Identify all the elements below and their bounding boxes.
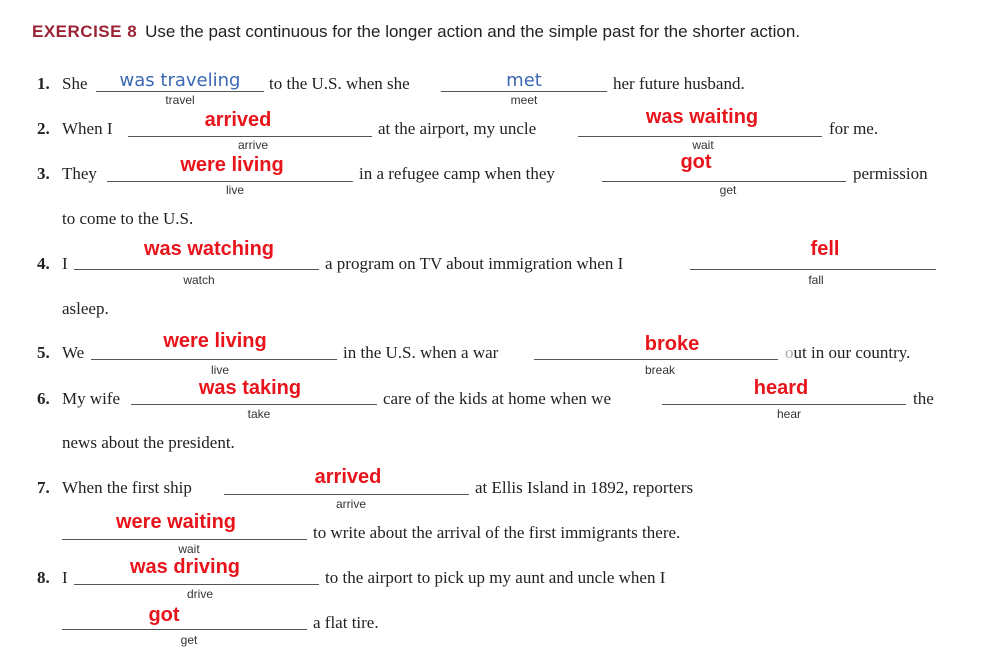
item-text: She [62, 74, 88, 93]
answer-text: broke [644, 333, 700, 355]
answer-text: were waiting [115, 511, 237, 533]
answer-text: got [148, 604, 180, 626]
verb-hint: arrive [335, 497, 366, 511]
item-text: a program on TV about immigration when I [325, 254, 624, 273]
item-text: out in our country. [785, 343, 910, 363]
item-number: 4. [37, 254, 50, 273]
answer-text: were living [163, 330, 267, 352]
answer-blank[interactable] [107, 181, 353, 182]
answer-text: fell [810, 238, 840, 260]
verb-hint: arrive [237, 138, 268, 152]
answer-text: was waiting [645, 106, 759, 128]
verb-hint: live [210, 363, 229, 377]
answer-text: heard [753, 377, 809, 399]
verb-hint: watch [183, 273, 215, 287]
item-text: for me. [829, 119, 879, 138]
item-text: I [62, 254, 68, 273]
answer-blank[interactable] [74, 269, 319, 270]
item-text: When the first ship [62, 478, 192, 497]
item-text: her future husband. [613, 74, 745, 93]
answer-blank[interactable] [62, 629, 307, 630]
exercise-instruction: Use the past continuous for the longer a… [145, 22, 801, 41]
verb-hint: drive [186, 587, 213, 601]
answer-blank[interactable] [131, 404, 377, 405]
answer-blank[interactable] [602, 181, 846, 182]
answer-blank[interactable] [128, 136, 372, 137]
item-text: in a refugee camp when they [359, 164, 555, 183]
answer-text: arrived [204, 109, 272, 131]
item-number: 3. [37, 164, 50, 183]
item-text-continued: asleep. [62, 299, 109, 318]
answer-blank[interactable] [74, 584, 319, 585]
item-text: permission [853, 164, 928, 183]
answer-text: got [680, 151, 712, 173]
item-text: in the U.S. when a war [343, 343, 499, 362]
verb-hint: meet [510, 93, 538, 107]
verb-hint: wait [692, 138, 714, 152]
item-number: 8. [37, 568, 50, 587]
item-text: to the airport to pick up my aunt and un… [325, 568, 666, 587]
item-number: 6. [37, 389, 50, 408]
verb-hint: wait [178, 542, 200, 556]
answer-text: were living [180, 154, 284, 176]
verb-hint: take [247, 407, 271, 421]
item-text: I [62, 568, 68, 587]
item-text: When I [62, 119, 113, 138]
answer-blank[interactable] [662, 404, 906, 405]
answer-blank[interactable] [578, 136, 822, 137]
answer-text: met [506, 70, 542, 91]
item-text: at Ellis Island in 1892, reporters [475, 478, 694, 497]
verb-hint: get [719, 183, 737, 197]
verb-hint: hear [776, 407, 802, 421]
item-text-continued: to come to the U.S. [62, 209, 194, 228]
answer-blank[interactable] [690, 269, 936, 270]
answer-blank[interactable] [91, 359, 337, 360]
item-number: 1. [37, 74, 50, 93]
item-number: 7. [37, 478, 50, 497]
answer-blank[interactable] [62, 539, 307, 540]
item-number: 2. [37, 119, 50, 138]
verb-hint: live [225, 183, 244, 197]
item-text: to write about the arrival of the first … [313, 523, 681, 542]
item-text: the [913, 389, 934, 408]
answer-blank[interactable] [441, 91, 607, 92]
exercise-label: EXERCISE 8 [32, 22, 138, 41]
answer-blank[interactable] [224, 494, 469, 495]
item-number: 5. [37, 343, 50, 362]
item-text: at the airport, my uncle [378, 119, 537, 138]
item-text: care of the kids at home when we [383, 389, 611, 408]
answer-blank[interactable] [534, 359, 778, 360]
item-text: We [62, 343, 85, 362]
verb-hint: travel [165, 93, 195, 107]
verb-hint: get [180, 633, 198, 647]
item-text: My wife [62, 389, 121, 408]
verb-hint: fall [808, 273, 824, 287]
verb-hint: break [644, 363, 676, 377]
item-text-faint: o [785, 343, 794, 362]
answer-text: was driving [129, 556, 241, 578]
answer-text: was taking [198, 377, 302, 399]
item-text: They [62, 164, 97, 183]
answer-text: was watching [143, 238, 275, 260]
answer-text: was traveling [119, 70, 241, 91]
exercise-header: EXERCISE 8 Use the past continuous for th… [32, 22, 800, 42]
item-text: a flat tire. [313, 613, 379, 632]
answer-blank[interactable] [96, 91, 264, 92]
item-text-continued: news about the president. [62, 433, 235, 452]
item-text-rest: ut in our country. [793, 343, 911, 362]
answer-text: arrived [314, 466, 382, 488]
item-text: to the U.S. when she [269, 74, 410, 93]
